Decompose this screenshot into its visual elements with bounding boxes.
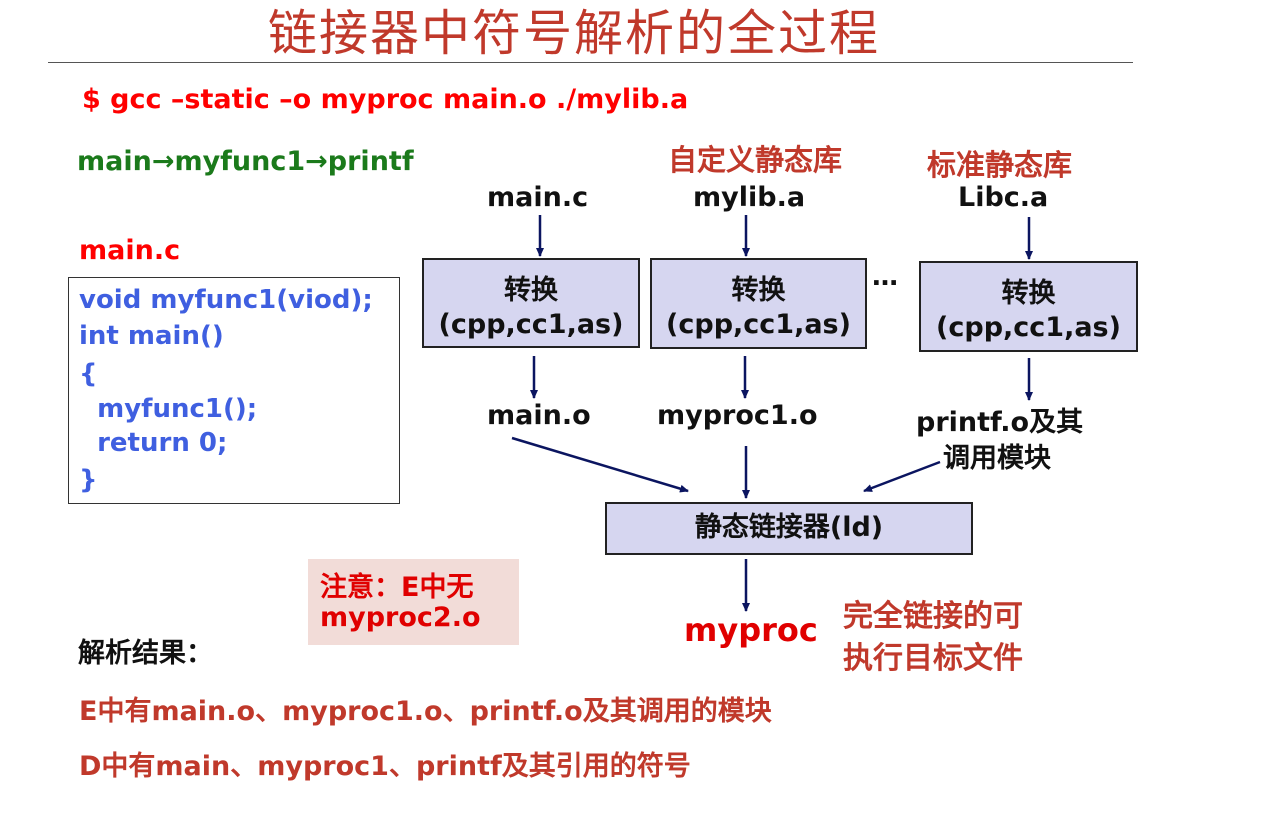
code-line: {	[79, 359, 98, 389]
convert-tools: (cpp,cc1,as)	[936, 312, 1121, 343]
title-divider	[48, 62, 1133, 63]
convert-box-mylib: 转换 (cpp,cc1,as)	[650, 258, 867, 349]
convert-tools: (cpp,cc1,as)	[666, 309, 851, 340]
std-lib-header: 标准静态库	[927, 148, 1073, 182]
static-linker-box: 静态链接器(ld)	[605, 502, 973, 555]
arrow-printf-o-to-linker	[863, 460, 941, 493]
note-line-2: myproc2.o	[320, 602, 481, 633]
convert-box-main: 转换 (cpp,cc1,as)	[422, 258, 640, 348]
source-main-c: main.c	[487, 182, 589, 213]
convert-tools: (cpp,cc1,as)	[438, 309, 624, 340]
convert-box-libc: 转换 (cpp,cc1,as)	[919, 261, 1138, 352]
result-line-d: D中有main、myproc1、printf及其引用的符号	[79, 751, 691, 782]
object-myproc1-o: myproc1.o	[657, 400, 818, 431]
code-line: void myfunc1(viod);	[79, 285, 373, 315]
object-printf-o: printf.o及其	[916, 407, 1084, 438]
output-executable: myproc	[684, 611, 818, 649]
code-line: return 0;	[79, 428, 228, 458]
page-title: 链接器中符号解析的全过程	[268, 5, 881, 62]
source-file-label: main.c	[79, 235, 181, 266]
gcc-command: $ gcc –static –o myproc main.o ./mylib.a	[82, 84, 689, 115]
custom-lib-header: 自定义静态库	[668, 143, 843, 177]
code-line: }	[79, 465, 98, 495]
arrow-main-o-to-linker	[511, 436, 689, 493]
code-line: int main()	[79, 321, 224, 351]
convert-label: 转换	[504, 275, 558, 306]
source-mylib-a: mylib.a	[693, 182, 806, 213]
note-line-1: 注意：E中无	[320, 572, 474, 603]
output-desc-line-1: 完全链接的可	[843, 599, 1023, 634]
code-line: myfunc1();	[79, 394, 258, 424]
ellipsis: …	[872, 262, 898, 292]
convert-label: 转换	[1001, 278, 1056, 309]
result-line-e: E中有main.o、myproc1.o、printf.o及其调用的模块	[79, 696, 772, 727]
code-box: void myfunc1(viod); int main() { myfunc1…	[68, 277, 400, 504]
object-main-o: main.o	[487, 400, 591, 431]
source-libc-a: Libc.a	[958, 182, 1049, 213]
output-desc-line-2: 执行目标文件	[843, 641, 1023, 676]
result-title: 解析结果：	[78, 638, 213, 669]
convert-label: 转换	[731, 275, 786, 306]
object-printf-modules: 调用模块	[943, 443, 1051, 474]
note-box: 注意：E中无 myproc2.o	[308, 559, 519, 645]
call-chain: main→myfunc1→printf	[77, 146, 414, 177]
